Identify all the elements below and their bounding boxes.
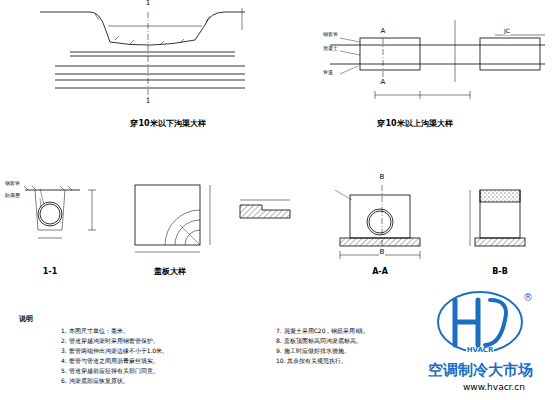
note-line: 7. 混凝土采用C20，钢筋采用I级。 bbox=[275, 328, 370, 335]
section-title: 1-1 bbox=[42, 268, 58, 277]
watermark-mark: ® bbox=[522, 292, 534, 303]
section-mark: B bbox=[379, 249, 386, 257]
section-mark: B bbox=[379, 174, 386, 182]
section-mark: 1 bbox=[145, 98, 151, 106]
note-line: 4. 套管与管道之间用沥青麻丝填实。 bbox=[60, 358, 160, 365]
notes-heading: 说明 bbox=[18, 316, 34, 324]
part-label: JC bbox=[503, 28, 511, 35]
note-line: 9. 施工时应做好排水措施。 bbox=[275, 348, 351, 355]
watermark-text: 空调制冷大市场 bbox=[427, 362, 534, 379]
note-line: 2. 管道穿越沟渠时采用钢套管保护。 bbox=[60, 338, 160, 345]
detail-title: 穿10米以上沟渠大样 bbox=[376, 120, 453, 129]
watermark-url: www.hvacr.cn bbox=[462, 383, 526, 393]
note-line: 10. 其余按有关规范执行。 bbox=[275, 358, 348, 365]
section-mark: 1 bbox=[145, 0, 151, 8]
note-line: 1. 本图尺寸单位：毫米。 bbox=[60, 328, 130, 335]
section-title: A-A bbox=[371, 268, 389, 277]
part-label: 钢套管 bbox=[322, 32, 339, 38]
part-label: 钢套管 bbox=[4, 181, 21, 187]
note-line: 6. 沟渠底部应恢复原状。 bbox=[60, 378, 130, 385]
note-line: 5. 管道穿越前应征得有关部门同意。 bbox=[60, 368, 160, 375]
note-line: 8. 盖板顶面标高同沟渠底标高。 bbox=[275, 338, 363, 345]
section-title: B-B bbox=[491, 268, 509, 277]
part-label: 防腐层 bbox=[4, 193, 21, 199]
part-label: 管道 bbox=[322, 70, 334, 76]
detail-title: 盖板大样 bbox=[153, 268, 187, 277]
part-label: 混凝土 bbox=[322, 46, 339, 52]
section-mark: A bbox=[380, 28, 387, 36]
note-line: 3. 套管两端伸出沟渠边缘不小于1.0米。 bbox=[60, 348, 169, 355]
detail-title: 穿10米以下沟渠大样 bbox=[129, 120, 206, 129]
watermark-logo-text: HVACR bbox=[466, 347, 495, 355]
section-mark: A bbox=[380, 79, 387, 87]
